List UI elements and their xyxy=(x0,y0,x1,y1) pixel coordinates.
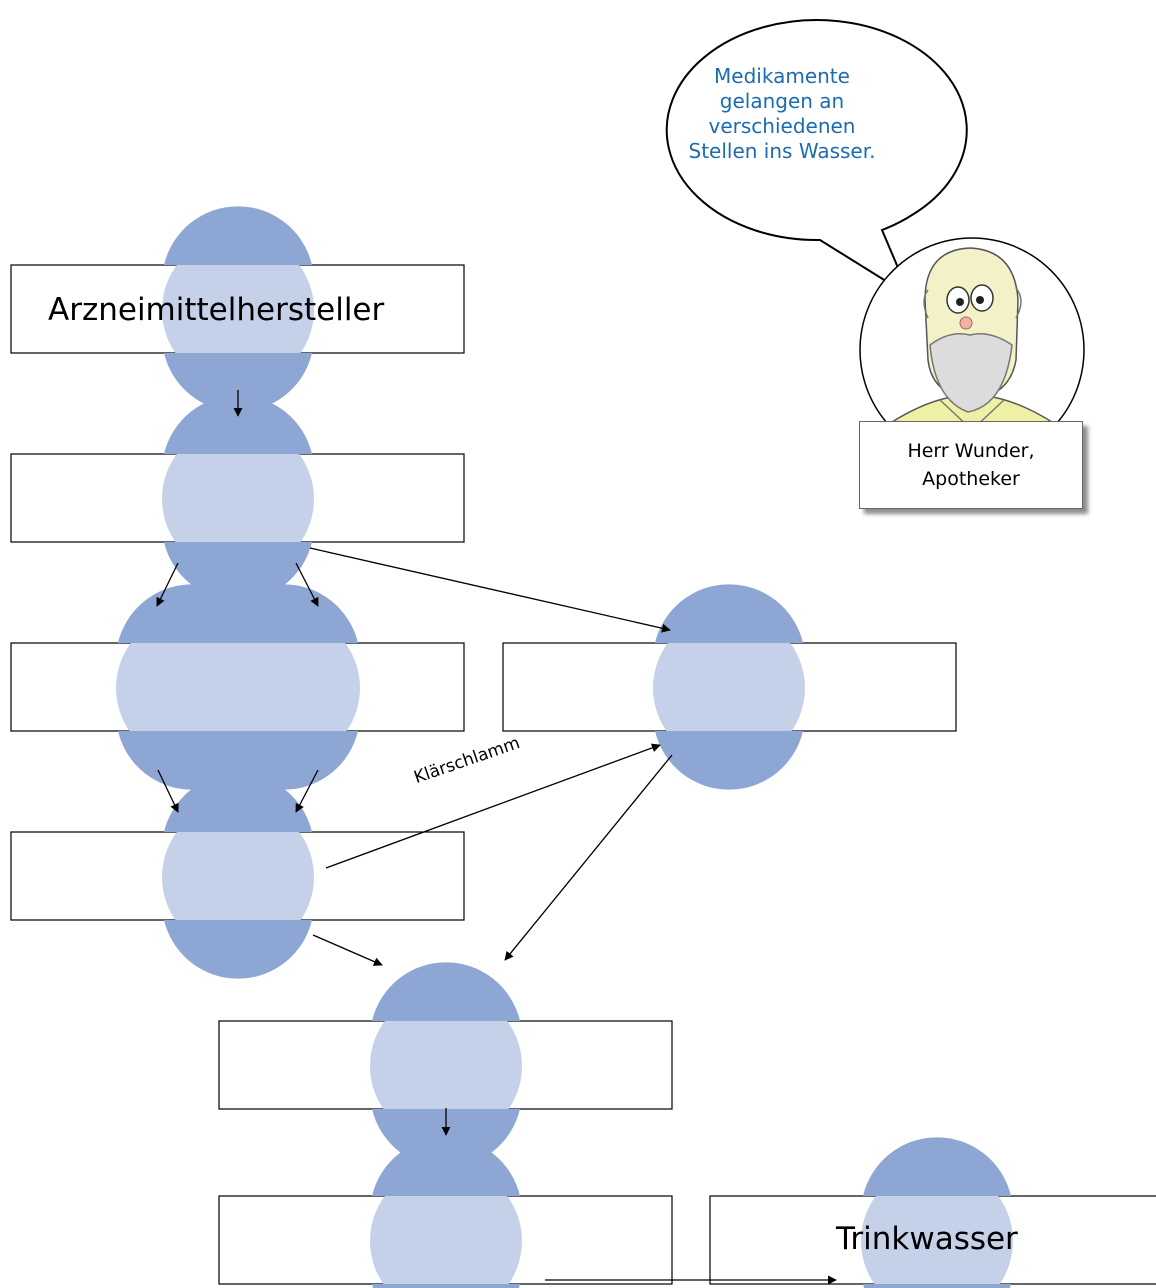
arrow-2 xyxy=(156,562,179,607)
arrow-3 xyxy=(295,562,319,607)
flow-arrows xyxy=(156,390,837,1285)
circle-caps xyxy=(118,206,1011,1288)
character-name-card: Herr Wunder, Apotheker xyxy=(859,421,1083,509)
arrow-7 xyxy=(504,754,673,961)
label-drinking-water: Trinkwasser xyxy=(836,1221,1018,1257)
bubble-line: Stellen ins Wasser. xyxy=(688,139,876,163)
bubble-line: gelangen an xyxy=(719,89,845,113)
character-role: Apotheker xyxy=(922,468,1020,490)
character-name: Herr Wunder, xyxy=(907,440,1035,462)
bubble-line: verschiedenen xyxy=(708,114,856,138)
arrow-8 xyxy=(312,934,383,966)
speech-bubble xyxy=(665,19,968,299)
arrow-4 xyxy=(309,547,671,633)
bubble-line: Medikamente xyxy=(714,64,850,88)
arrow-5 xyxy=(157,769,179,813)
label-manufacturer: Arzneimittelhersteller xyxy=(48,292,385,328)
speech-bubble-text: Medikamente gelangen an verschiedenen St… xyxy=(652,64,912,164)
arrow-6 xyxy=(295,769,319,813)
arrow-klaerschlamm xyxy=(325,743,661,869)
